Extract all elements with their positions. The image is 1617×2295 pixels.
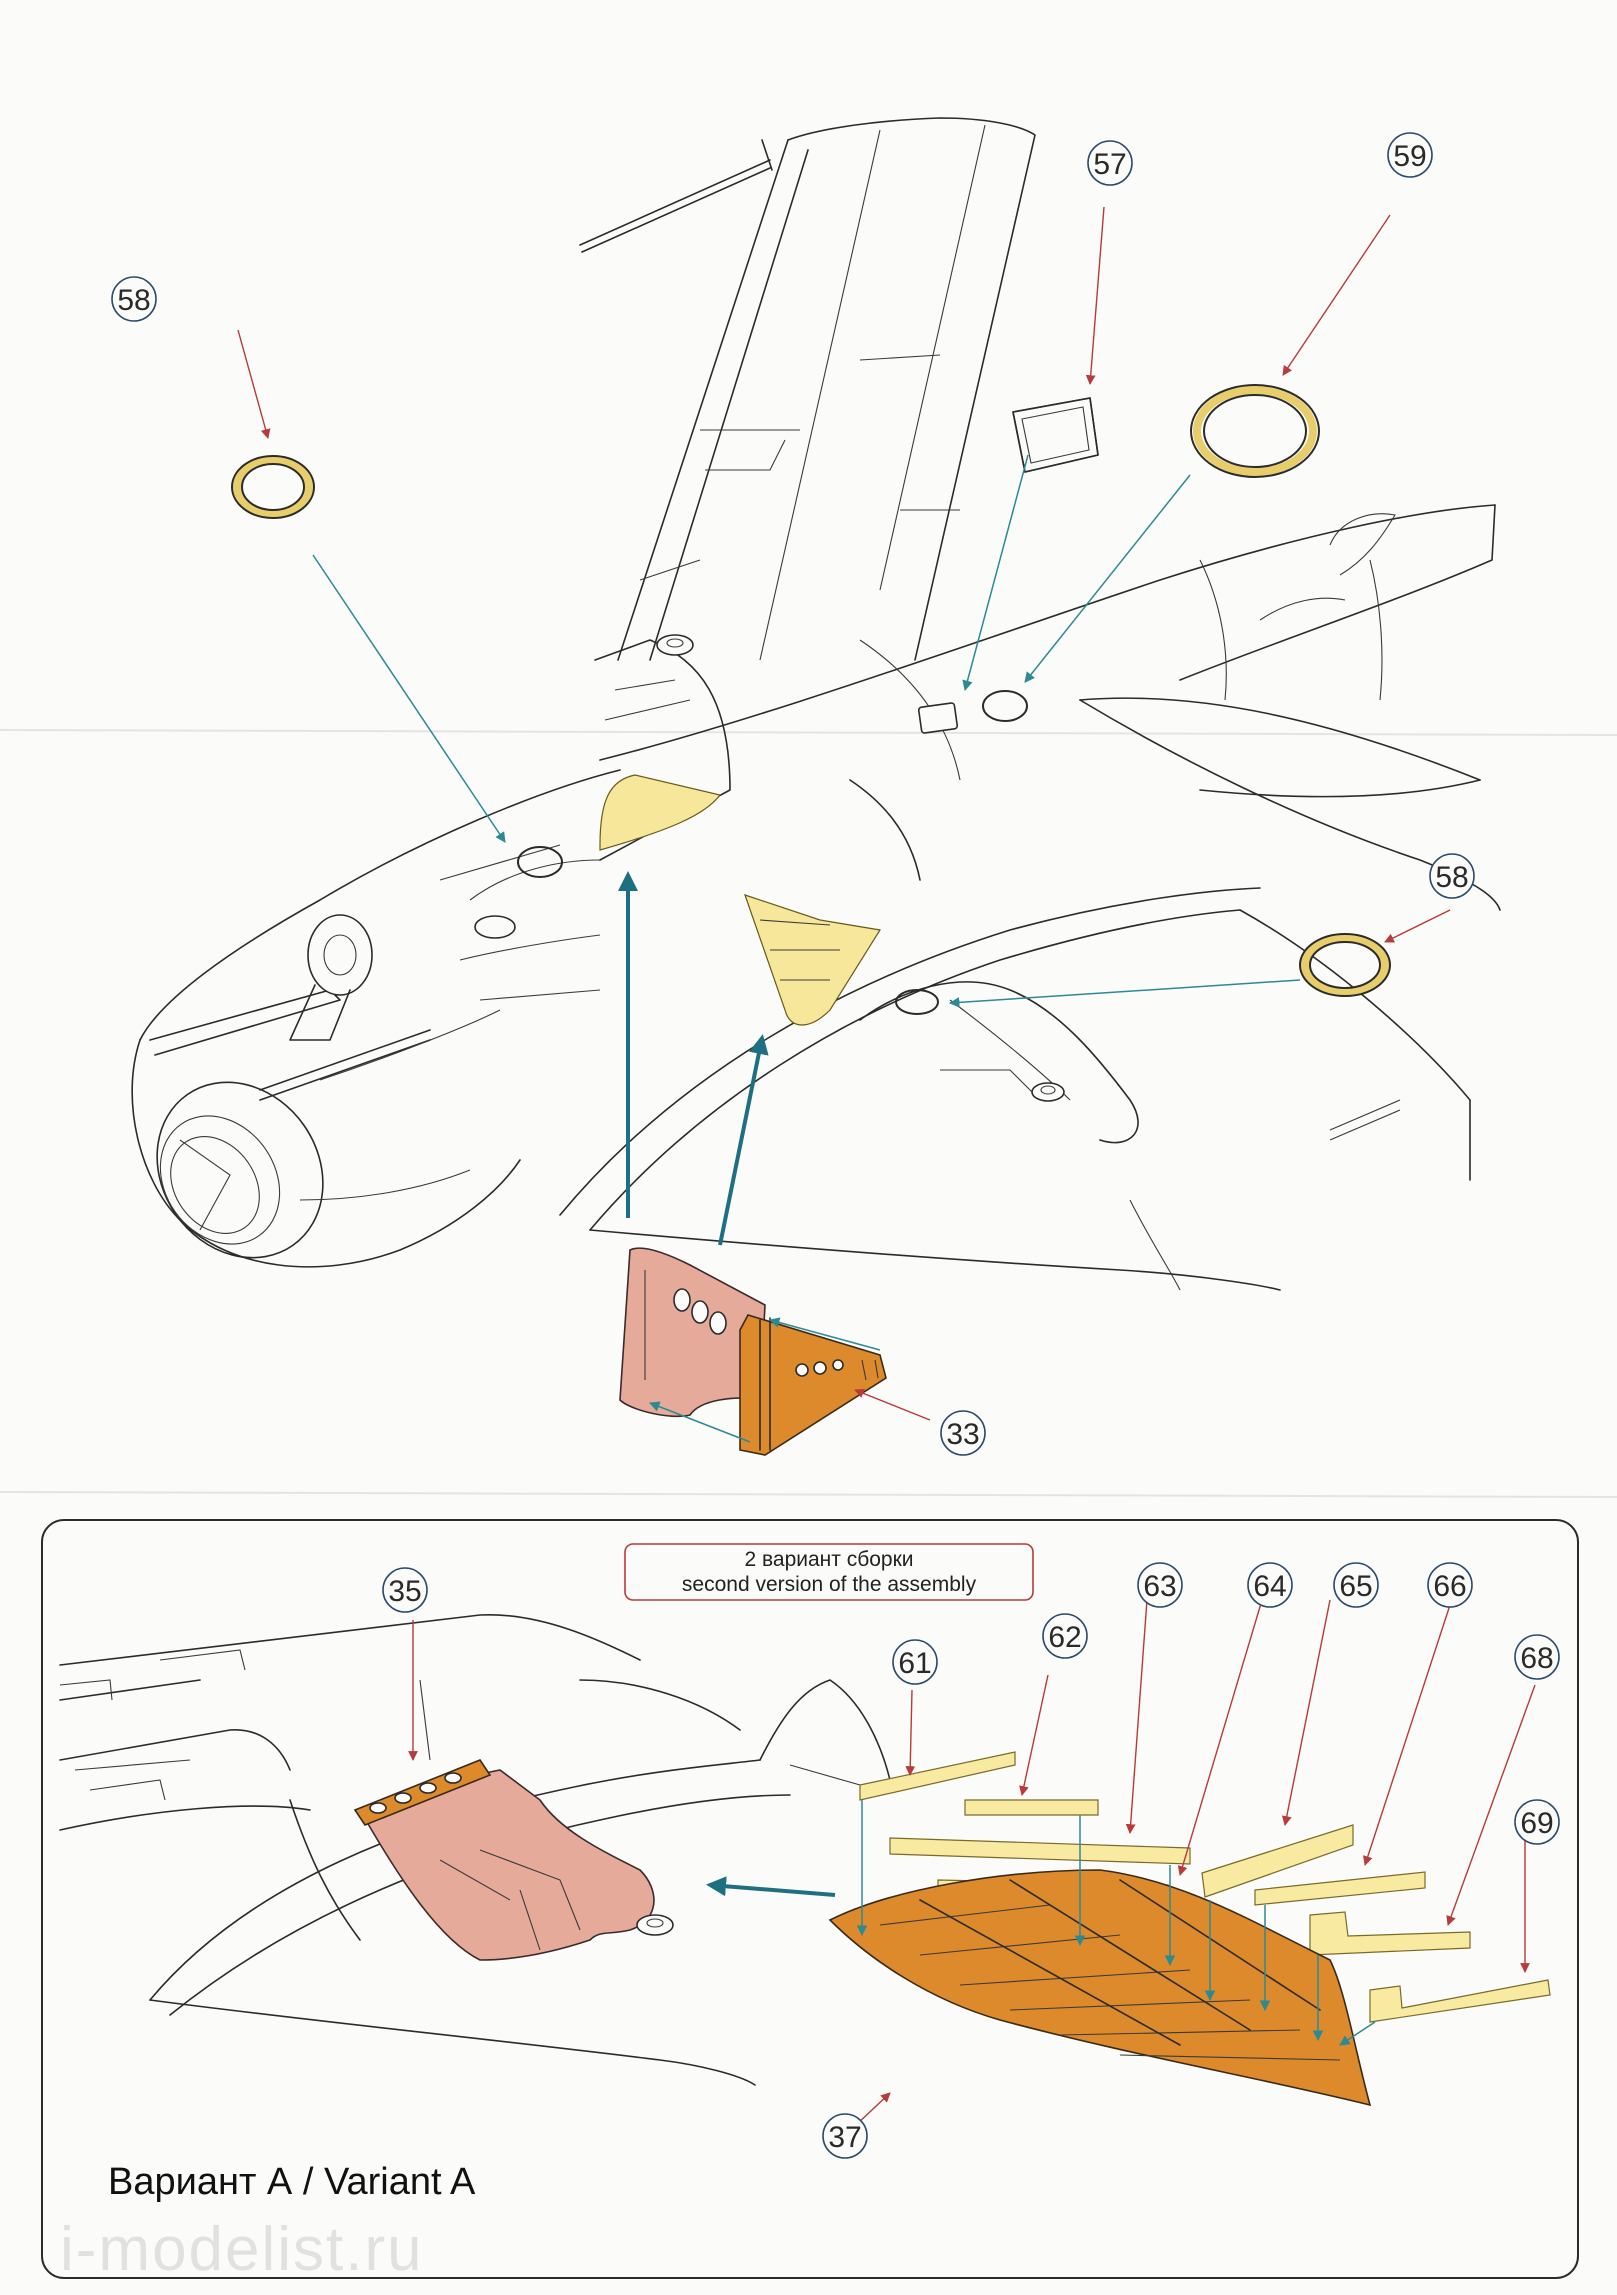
strip-62	[964, 1799, 1099, 1816]
assembly-note-line1: 2 вариант сборки	[744, 1548, 913, 1571]
callout-35: 35	[382, 1567, 428, 1613]
callout-33: 33	[940, 1410, 986, 1456]
variant-a-frame	[41, 1519, 1579, 2279]
label-61: 61	[898, 1647, 931, 1680]
label-63: 63	[1143, 1570, 1176, 1603]
label-59: 59	[1393, 140, 1426, 173]
strip-66	[1254, 1871, 1426, 1906]
label-58a: 58	[117, 284, 150, 317]
callout-69: 69	[1514, 1799, 1560, 1845]
callout-63: 63	[1137, 1562, 1183, 1608]
assembly-note-line2: second version of the assembly	[682, 1573, 977, 1596]
callout-37: 37	[822, 2113, 868, 2159]
label-58b: 58	[1435, 861, 1468, 894]
strip-68	[1309, 1911, 1471, 1956]
callout-62: 62	[1042, 1613, 1088, 1659]
callout-66: 66	[1427, 1562, 1473, 1608]
callout-68: 68	[1514, 1634, 1560, 1680]
strip-parts	[789, 1751, 1551, 2023]
ring-58-installed	[517, 846, 563, 878]
strip-61	[859, 1751, 1016, 1801]
label-69: 69	[1520, 1807, 1553, 1840]
callout-57: 57	[1087, 140, 1133, 186]
plate-57-installed	[917, 702, 959, 734]
callout-64: 64	[1247, 1562, 1293, 1608]
part-37	[828, 1869, 1372, 2107]
label-57: 57	[1093, 148, 1126, 181]
fold-line	[0, 1491, 1617, 1498]
callout-61: 61	[892, 1639, 938, 1685]
variant-title: Вариант А / Variant A	[108, 2161, 476, 2203]
fold-line	[0, 729, 1617, 736]
label-64: 64	[1253, 1570, 1286, 1603]
loose-part-58b-ring	[1299, 933, 1391, 997]
callout-65: 65	[1333, 1562, 1379, 1608]
brake-bracket-yellow	[744, 894, 881, 1026]
label-65: 65	[1339, 1570, 1372, 1603]
label-68: 68	[1520, 1642, 1553, 1675]
arrows-bottom	[408, 1599, 1536, 2141]
variant-a-drawing	[59, 1614, 891, 2086]
assembly-note-box: 2 вариант сборки second version of the a…	[624, 1543, 1034, 1601]
aircraft-top-drawing	[131, 117, 1501, 1291]
loose-part-57-plate	[1012, 397, 1099, 473]
label-35: 35	[388, 1575, 421, 1608]
part-33-assembly	[619, 1247, 887, 1456]
strip-69	[1369, 1979, 1551, 2023]
ring-59-installed	[982, 690, 1028, 722]
watermark: i-modelist.ru	[60, 2215, 424, 2284]
callout-58a: 58	[111, 276, 157, 322]
strip-65	[1201, 1824, 1354, 1898]
arrows-top	[237, 206, 1451, 1443]
label-33: 33	[946, 1418, 979, 1451]
loose-part-58-ring	[231, 455, 315, 519]
label-66: 66	[1433, 1570, 1466, 1603]
callout-58b: 58	[1429, 853, 1475, 899]
callout-59: 59	[1387, 132, 1433, 178]
strip-63	[889, 1837, 1191, 1865]
ring-58b-installed	[895, 989, 939, 1015]
loose-part-59-ring	[1190, 384, 1320, 478]
yellow-panel	[599, 774, 722, 851]
label-37: 37	[828, 2121, 861, 2154]
label-62: 62	[1048, 1621, 1081, 1654]
